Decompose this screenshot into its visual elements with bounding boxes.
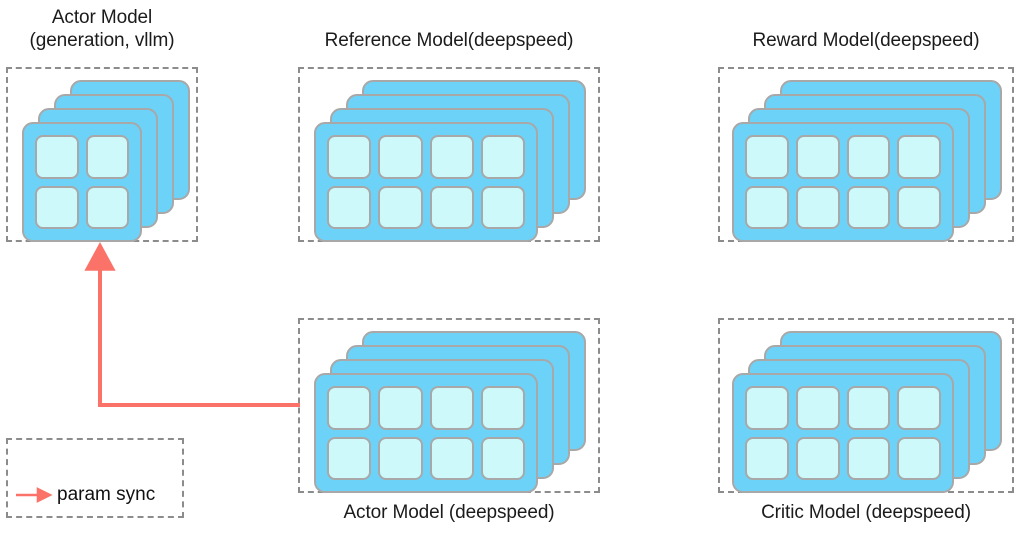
cell <box>745 135 789 179</box>
cell <box>480 135 525 179</box>
cell <box>795 386 840 430</box>
group-title-actor-deepspeed: Actor Model (deepspeed) <box>343 502 555 523</box>
card-stack-actor-vllm <box>8 69 196 242</box>
cell <box>85 135 129 179</box>
group-title-reference-deepspeed: Reference Model(deepspeed) <box>324 30 574 51</box>
cell-grid <box>24 124 140 240</box>
cell <box>745 386 789 430</box>
dashed-container-reward-deepspeed <box>718 67 1014 242</box>
cell-grid <box>316 375 536 491</box>
cell <box>85 185 129 229</box>
cell <box>846 386 891 430</box>
cell <box>480 436 525 480</box>
cell <box>429 386 474 430</box>
card-stack-reference-deepspeed <box>300 69 598 242</box>
card-layer-1[interactable] <box>732 122 954 242</box>
cell <box>378 135 423 179</box>
model-group-reward-deepspeed[interactable]: Reward Model(deepspeed) <box>718 29 1014 242</box>
cell <box>795 185 840 229</box>
cell <box>378 185 423 229</box>
cell <box>327 386 372 430</box>
cell <box>745 185 789 229</box>
cell-grid <box>734 375 952 491</box>
cell <box>429 436 474 480</box>
cell <box>378 386 423 430</box>
cell <box>897 386 941 430</box>
card-stack-critic-deepspeed <box>720 320 1012 493</box>
cell <box>897 436 941 480</box>
dashed-container-reference-deepspeed <box>298 67 600 242</box>
dashed-container-actor-vllm <box>6 67 198 242</box>
cell <box>480 185 525 229</box>
cell <box>378 436 423 480</box>
card-layer-1[interactable] <box>22 122 142 242</box>
cell <box>327 436 372 480</box>
group-title-critic-deepspeed: Critic Model (deepspeed) <box>761 502 971 523</box>
model-group-critic-deepspeed[interactable]: Critic Model (deepspeed) <box>718 318 1014 530</box>
legend-label-param-sync: param sync <box>57 484 156 505</box>
card-stack-actor-deepspeed <box>300 320 598 493</box>
cell <box>745 436 789 480</box>
cell <box>429 185 474 229</box>
card-stack-reward-deepspeed <box>720 69 1012 242</box>
cell-grid <box>734 124 952 240</box>
cell <box>35 135 79 179</box>
group-title-reward-deepspeed: Reward Model(deepspeed) <box>752 30 980 51</box>
cell <box>897 135 941 179</box>
cell <box>327 135 372 179</box>
cell <box>35 185 79 229</box>
cell <box>846 436 891 480</box>
dashed-container-critic-deepspeed <box>718 318 1014 493</box>
param-sync-connector-arrow <box>84 242 300 407</box>
cell <box>480 386 525 430</box>
group-title-actor-vllm: Actor Model (generation, vllm) <box>29 7 175 51</box>
card-layer-1[interactable] <box>314 373 538 493</box>
card-layer-1[interactable] <box>732 373 954 493</box>
cell <box>846 135 891 179</box>
legend-box <box>6 438 184 518</box>
cell <box>327 185 372 229</box>
dashed-container-actor-deepspeed <box>298 318 600 493</box>
cell <box>429 135 474 179</box>
model-group-actor-deepspeed[interactable]: Actor Model (deepspeed) <box>298 318 600 530</box>
cell <box>795 135 840 179</box>
cell <box>897 185 941 229</box>
model-group-actor-vllm[interactable]: Actor Model (generation, vllm) <box>6 6 198 242</box>
model-group-reference-deepspeed[interactable]: Reference Model(deepspeed) <box>298 29 600 242</box>
card-layer-1[interactable] <box>314 122 538 242</box>
cell <box>795 436 840 480</box>
cell <box>846 185 891 229</box>
cell-grid <box>316 124 536 240</box>
